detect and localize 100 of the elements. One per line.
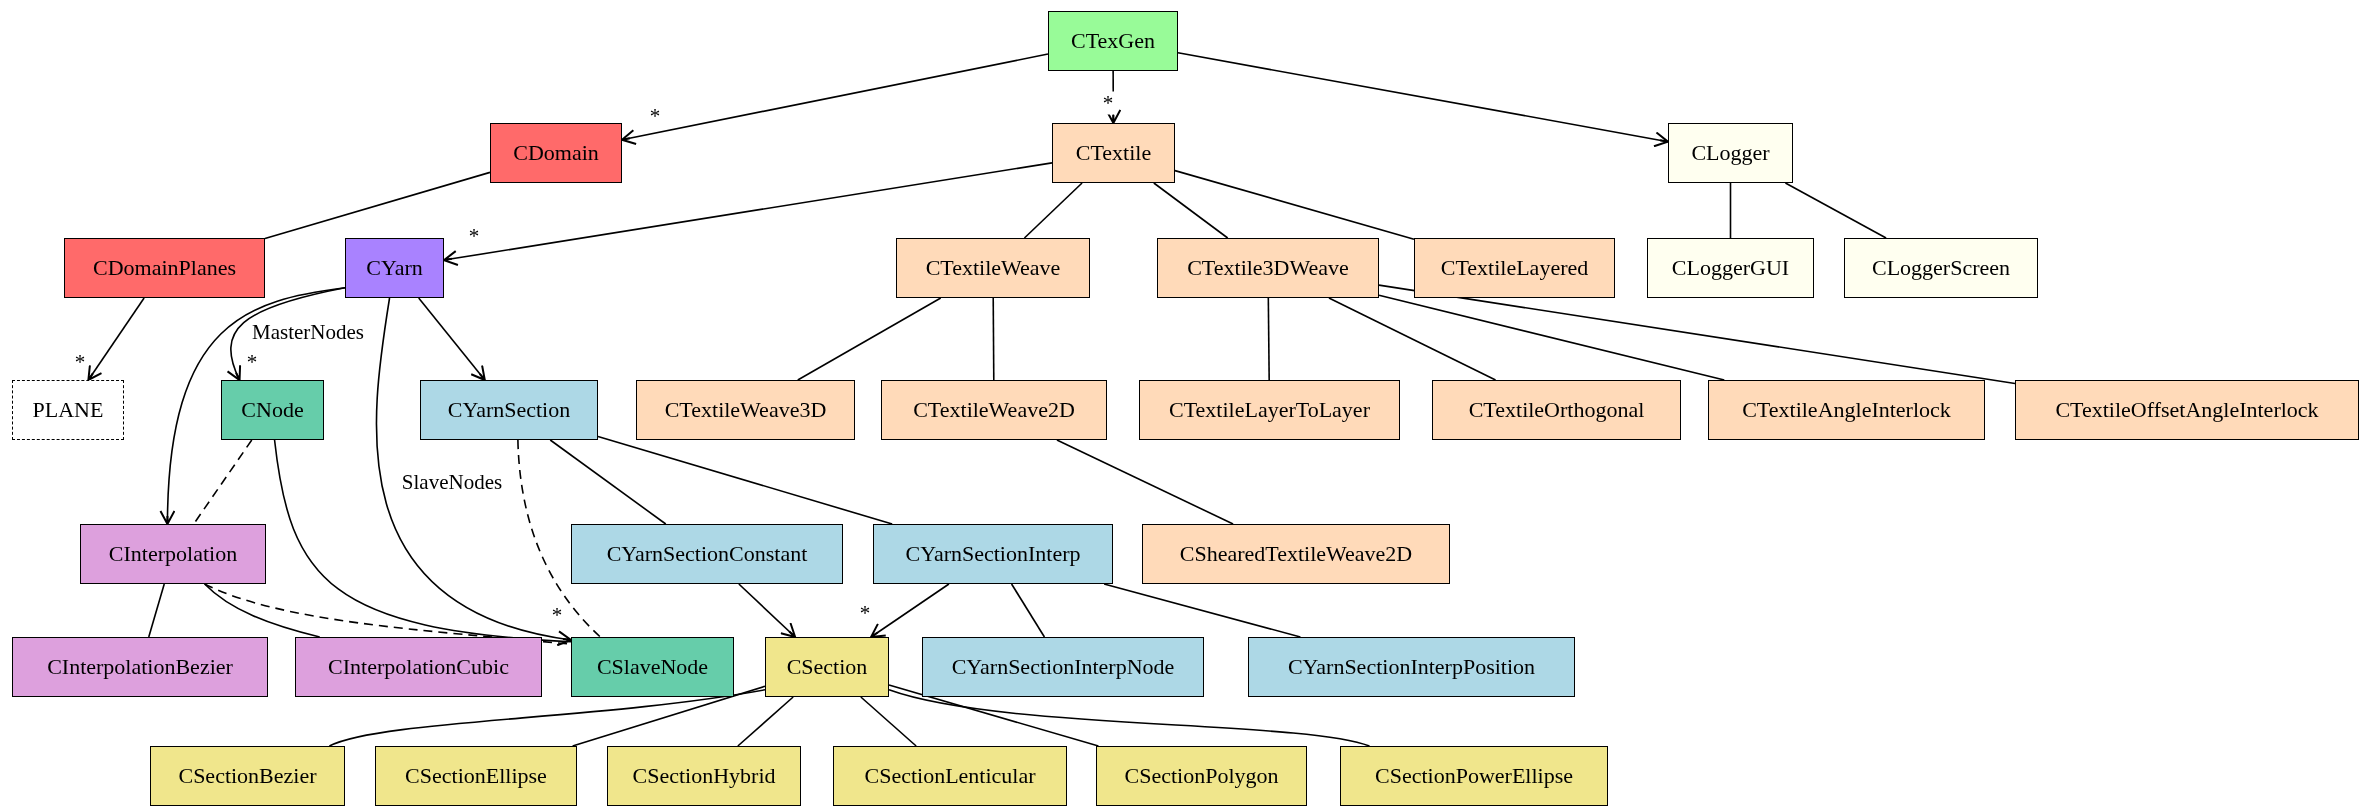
class-name: CYarn bbox=[366, 255, 423, 281]
class-box bbox=[1708, 380, 1985, 440]
connector-line bbox=[1023, 182, 1083, 239]
class-box bbox=[12, 380, 124, 440]
class-box bbox=[571, 524, 843, 584]
class-box bbox=[922, 637, 1204, 697]
class-name: CTextileWeave bbox=[925, 255, 1061, 281]
connector-line bbox=[147, 583, 166, 638]
class-name: CLogger bbox=[1691, 140, 1770, 166]
arrow bbox=[870, 583, 950, 638]
arrow bbox=[87, 297, 145, 381]
connector-line bbox=[517, 439, 602, 638]
class-box bbox=[295, 637, 542, 697]
class-box bbox=[375, 746, 577, 806]
class-name: CTextileAngleInterlock bbox=[1742, 397, 1951, 423]
class-name: CTexGen bbox=[1071, 28, 1155, 54]
class-name: CShearedTextileWeave2D bbox=[1179, 541, 1413, 567]
class-box bbox=[1052, 123, 1175, 183]
class-box bbox=[1096, 746, 1307, 806]
class-box bbox=[881, 380, 1107, 440]
arrow bbox=[375, 297, 572, 646]
connector-line bbox=[860, 696, 917, 747]
class-name: CNode bbox=[241, 397, 304, 423]
class-box bbox=[833, 746, 1067, 806]
class-name: CYarnSectionInterpPosition bbox=[1287, 654, 1536, 680]
class-box bbox=[1248, 637, 1575, 697]
class-name: CSection bbox=[786, 654, 868, 680]
class-name: CTextileOrthogonal bbox=[1468, 397, 1645, 423]
class-box bbox=[1142, 524, 1450, 584]
class-name: CYarnSectionInterp bbox=[905, 541, 1081, 567]
connector-line bbox=[797, 297, 942, 381]
connector-line bbox=[597, 435, 893, 525]
connector-line bbox=[1010, 583, 1046, 638]
class-box bbox=[1844, 238, 2038, 298]
class-box bbox=[420, 380, 598, 440]
class-box bbox=[1432, 380, 1681, 440]
class-box bbox=[636, 380, 855, 440]
arrow bbox=[227, 287, 346, 381]
class-name: CLoggerScreen bbox=[1871, 255, 2011, 281]
connector-line bbox=[549, 439, 667, 525]
class-box bbox=[1139, 380, 1400, 440]
connector-line bbox=[1174, 169, 1415, 240]
arrow bbox=[443, 162, 1053, 266]
connector-line bbox=[1784, 182, 1887, 239]
class-name: CTextileOffsetAngleInterlock bbox=[2055, 397, 2319, 423]
arrow bbox=[1105, 70, 1122, 124]
connector-line bbox=[1056, 439, 1234, 525]
connector-line bbox=[1103, 583, 1302, 638]
class-name: CDomain bbox=[513, 140, 599, 166]
class-name: PLANE bbox=[32, 397, 104, 423]
class-name: CSectionPolygon bbox=[1124, 763, 1279, 789]
class-name: CSectionEllipse bbox=[405, 763, 547, 789]
class-name: CTextileLayerToLayer bbox=[1169, 397, 1370, 423]
class-box bbox=[1647, 238, 1814, 298]
connector-line bbox=[1328, 297, 1497, 381]
arrow bbox=[621, 53, 1049, 146]
connector-line bbox=[1153, 182, 1229, 239]
arrow bbox=[417, 297, 486, 381]
arrow bbox=[738, 583, 797, 638]
connector-line bbox=[1378, 284, 2016, 385]
connector-line bbox=[273, 439, 572, 643]
class-box bbox=[1048, 11, 1178, 71]
edge-label: * bbox=[1100, 91, 1116, 115]
class-name: CTextileWeave2D bbox=[913, 397, 1075, 423]
connector-line bbox=[1267, 297, 1270, 381]
class-name: CYarnSection bbox=[447, 397, 571, 423]
class-name: CYarnSectionInterpNode bbox=[951, 654, 1175, 680]
class-name: CSectionBezier bbox=[178, 763, 317, 789]
class-name: CTextile bbox=[1075, 140, 1152, 166]
class-name: CSectionPowerEllipse bbox=[1375, 763, 1573, 789]
connector-line bbox=[1729, 182, 1732, 239]
connector-line bbox=[328, 689, 766, 747]
connector-line bbox=[737, 696, 794, 747]
arrow bbox=[1177, 52, 1669, 148]
class-name: CTextileWeave3D bbox=[664, 397, 827, 423]
class-box bbox=[896, 238, 1090, 298]
class-name: CDomainPlanes bbox=[93, 255, 236, 281]
class-box bbox=[12, 637, 268, 697]
connector-line bbox=[888, 684, 1100, 747]
connector-line bbox=[888, 689, 1371, 747]
class-name: CSlaveNode bbox=[596, 654, 709, 680]
class-box bbox=[221, 380, 324, 440]
class-box bbox=[1668, 123, 1793, 183]
class-box bbox=[607, 746, 801, 806]
class-box bbox=[1340, 746, 1608, 806]
class-name: CInterpolationCubic bbox=[328, 654, 509, 680]
class-box bbox=[150, 746, 345, 806]
class-box bbox=[873, 524, 1113, 584]
connector-line bbox=[203, 583, 321, 638]
class-box bbox=[1414, 238, 1615, 298]
connector-line bbox=[264, 171, 491, 240]
class-box bbox=[490, 123, 622, 183]
class-name: CSectionLenticular bbox=[864, 763, 1036, 789]
class-name: CInterpolationBezier bbox=[47, 654, 233, 680]
class-name: CInterpolation bbox=[108, 541, 238, 567]
connector-line bbox=[1378, 294, 1726, 381]
class-name: CTextileLayered bbox=[1440, 255, 1589, 281]
class-box bbox=[64, 238, 265, 298]
class-name: CSectionHybrid bbox=[632, 763, 776, 789]
class-box bbox=[345, 238, 444, 298]
